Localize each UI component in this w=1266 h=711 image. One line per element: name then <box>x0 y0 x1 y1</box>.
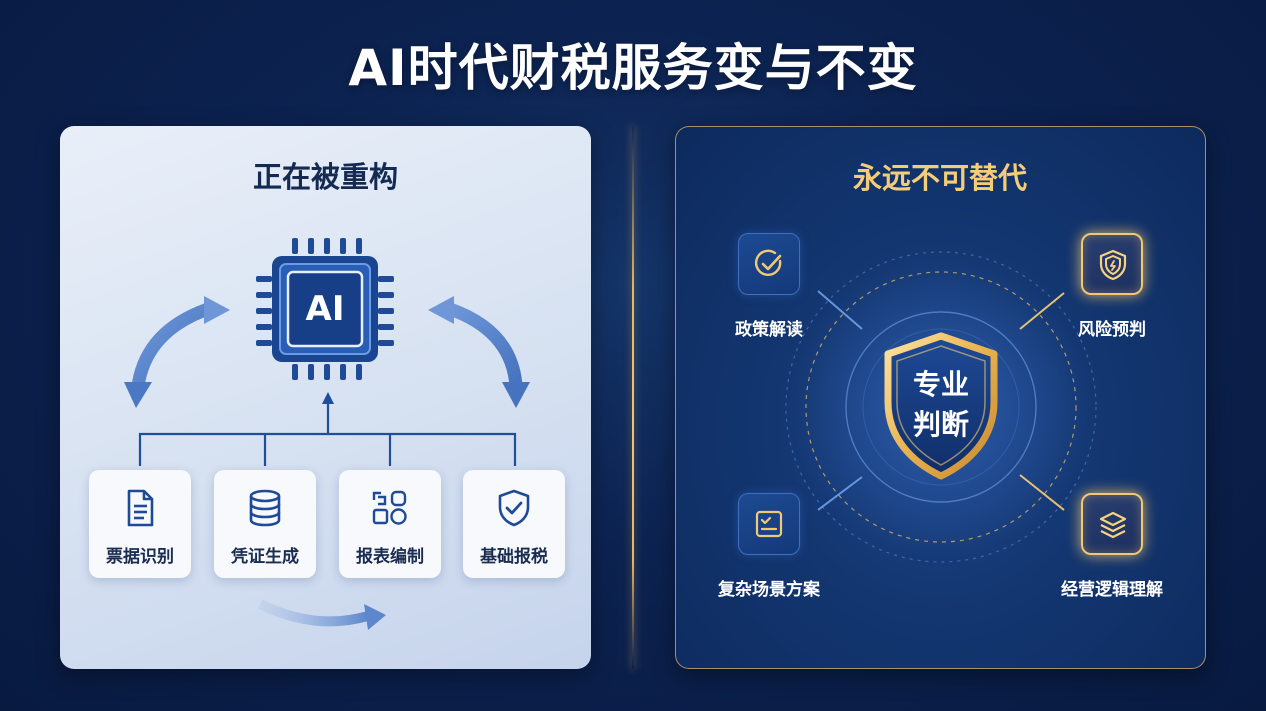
risk-forecasting-tile <box>1081 233 1143 295</box>
professional-judgment-shield: 专业 判断 <box>882 332 1000 480</box>
complex-scenario-tile <box>738 493 800 555</box>
layers-icon <box>1099 511 1127 539</box>
card-label: 票据识别 <box>106 547 174 567</box>
shield-check-icon <box>498 489 530 527</box>
irreplaceable-heading: 永远不可替代 <box>852 161 1027 195</box>
card-label: 凭证生成 <box>231 547 299 567</box>
policy-interpretation-tile <box>738 233 800 295</box>
card-voucher-generation: 凭证生成 <box>214 470 316 578</box>
restructuring-panel: 正在被重构 <box>60 126 591 669</box>
card-basic-tax-filing: 基础报税 <box>463 470 565 578</box>
grid-shapes-icon <box>372 490 407 525</box>
risk-forecasting-label: 风险预判 <box>1078 320 1146 340</box>
shield-icon <box>884 332 998 480</box>
policy-interpretation-label: 政策解读 <box>735 320 803 340</box>
complex-scenario-label: 复杂场景方案 <box>718 580 820 600</box>
page-title: AI时代财税服务变与不变 <box>348 39 918 97</box>
check-circle-icon <box>754 249 782 277</box>
database-icon <box>249 489 281 527</box>
gold-divider <box>632 126 634 669</box>
card-label: 报表编制 <box>356 547 424 567</box>
shield-text-line1: 专业 <box>912 368 969 401</box>
document-icon <box>127 489 154 527</box>
card-report-compilation: 报表编制 <box>339 470 441 578</box>
ai-flow-connectors <box>124 296 530 630</box>
ai-chip-label: AI <box>305 289 345 329</box>
irreplaceable-panel: 永远不可替代 <box>675 126 1206 669</box>
shield-text-line2: 判断 <box>912 408 969 441</box>
chip-icon <box>256 238 394 380</box>
business-logic-tile <box>1081 493 1143 555</box>
checklist-icon <box>755 510 783 538</box>
card-label: 基础报税 <box>480 547 548 567</box>
restructuring-heading: 正在被重构 <box>252 160 398 194</box>
shield-alert-icon <box>1099 249 1127 281</box>
business-logic-label: 经营逻辑理解 <box>1061 580 1163 600</box>
card-invoice-recognition: 票据识别 <box>89 470 191 578</box>
ai-chip: AI <box>250 236 400 382</box>
